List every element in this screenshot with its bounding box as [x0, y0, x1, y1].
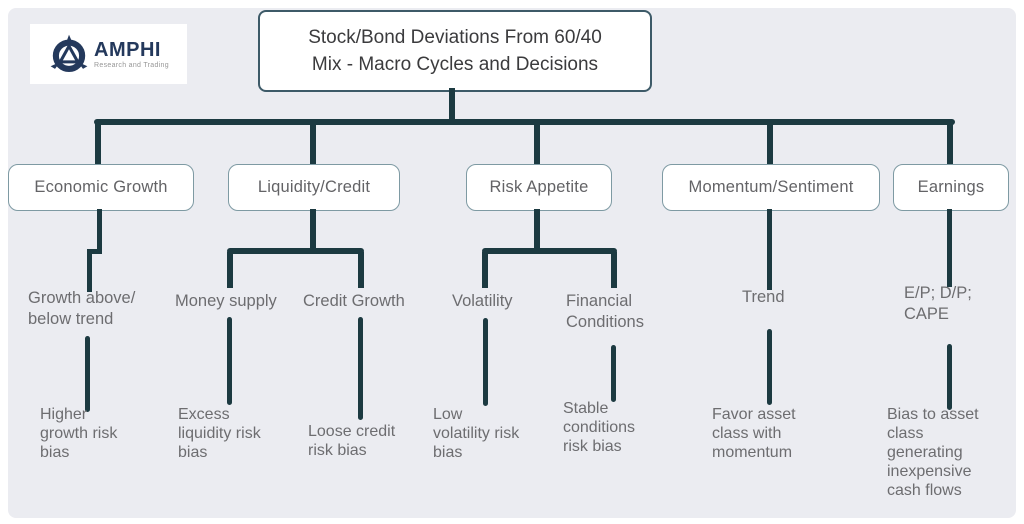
outcome-stable-conditions: Stable conditions risk bias	[563, 400, 636, 455]
factor-trend: Trend	[742, 288, 785, 306]
connector-lc-drop-right	[358, 252, 364, 288]
amphi-logo: AMPHI Research and Trading	[30, 24, 187, 84]
outcome-excess-liquidity: Excess liquidity risk bias	[178, 406, 261, 461]
factor-money-supply: Money supply	[175, 292, 277, 310]
connector-eg-jog	[87, 249, 102, 254]
connector-drop-earnings	[947, 123, 953, 166]
connector-lc-money-down	[227, 317, 232, 405]
amphi-emblem-icon	[50, 34, 88, 72]
branch-box-economic-growth: Economic Growth	[8, 164, 194, 211]
connector-ea-ep-down	[947, 344, 952, 410]
connector-main-horizontal	[94, 119, 955, 125]
connector-drop-risk-appetite	[534, 123, 540, 166]
root-title-box: Stock/Bond Deviations From 60/40 Mix - M…	[258, 10, 652, 92]
connector-lc-credit-down	[358, 317, 363, 420]
connector-root-trunk	[449, 88, 455, 121]
factor-financial-conditions: Financial Conditions	[566, 292, 644, 331]
connector-ra-volatility-down	[483, 318, 488, 406]
connector-ms-trunk	[767, 209, 772, 290]
factor-growth-trend: Growth above/ below trend	[28, 289, 136, 328]
branch-box-earnings: Earnings	[893, 164, 1009, 211]
connector-eg-3	[85, 336, 90, 412]
connector-drop-liquidity-credit	[310, 123, 316, 166]
connector-drop-momentum-sentiment	[767, 123, 773, 166]
outcome-favor-momentum: Favor asset class with momentum	[712, 406, 796, 461]
connector-lc-bar	[227, 248, 364, 254]
branch-box-risk-appetite: Risk Appetite	[466, 164, 612, 211]
diagram-background	[8, 8, 1016, 518]
logo-tagline: Research and Trading	[94, 61, 169, 69]
connector-ea-trunk	[947, 209, 952, 287]
outcome-higher-growth: Higher growth risk bias	[40, 406, 118, 461]
outcome-bias-cash-flows: Bias to asset class generating inexpensi…	[887, 406, 979, 499]
outcome-loose-credit: Loose credit risk bias	[308, 423, 396, 459]
connector-drop-economic-growth	[95, 123, 101, 166]
factor-ep-dp-cape: E/P; D/P; CAPE	[904, 284, 972, 323]
connector-eg-2	[87, 249, 92, 292]
factor-credit-growth: Credit Growth	[303, 292, 405, 310]
branch-box-momentum-sentiment: Momentum/Sentiment	[662, 164, 880, 211]
connector-ra-bar	[482, 248, 617, 254]
connector-ms-trend-down	[767, 329, 772, 405]
outcome-low-volatility: Low volatility risk bias	[433, 406, 520, 461]
connector-ra-fincond-down	[611, 345, 616, 402]
factor-volatility: Volatility	[452, 292, 513, 310]
logo-name: AMPHI	[94, 38, 161, 61]
connector-lc-drop-left	[227, 252, 233, 288]
connector-ra-drop-right	[611, 252, 617, 288]
connector-ra-drop-left	[482, 252, 488, 288]
branch-box-liquidity-credit: Liquidity/Credit	[228, 164, 400, 211]
connector-lc-trunk	[310, 209, 316, 253]
connector-ra-trunk	[534, 209, 540, 253]
logo-text: AMPHI Research and Trading	[94, 40, 169, 69]
connector-eg-1	[97, 209, 102, 253]
